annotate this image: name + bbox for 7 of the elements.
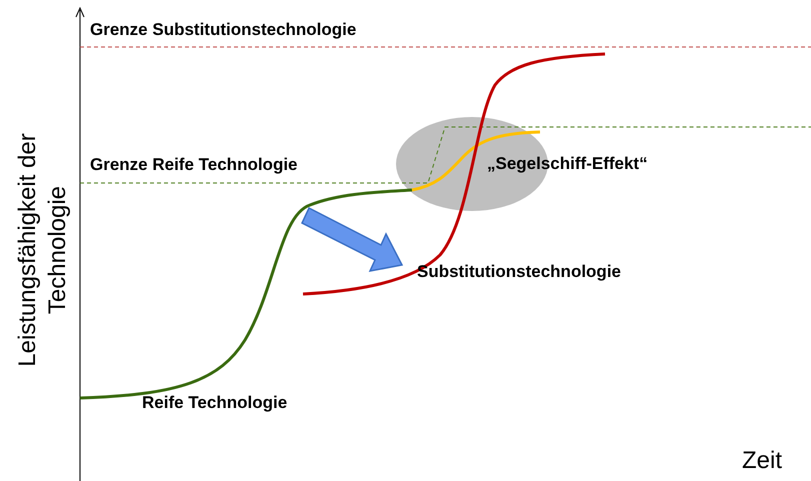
- effect-label: „Segelschiff-Effekt“: [487, 154, 648, 174]
- axis-title: Leistungsfähigkeit der Technologie: [13, 132, 72, 369]
- axis-title: Zeit: [742, 447, 782, 475]
- curve-label: Reife Technologie: [142, 393, 288, 413]
- limit-label: Grenze Substitutionstechnologie: [90, 20, 356, 40]
- curve-label: Substitutionstechnologie: [417, 262, 621, 282]
- limit-label: Grenze Reife Technologie: [90, 155, 298, 175]
